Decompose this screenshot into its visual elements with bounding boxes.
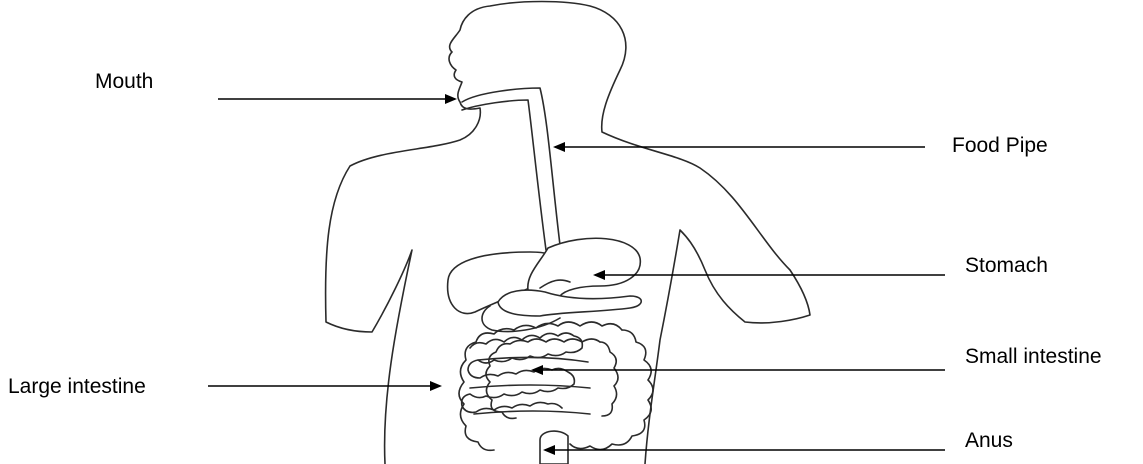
label-small-intestine: Small intestine bbox=[965, 346, 1102, 367]
label-large-intestine: Large intestine bbox=[8, 376, 146, 397]
anus-organ bbox=[540, 431, 568, 464]
food-pipe-organ bbox=[462, 88, 560, 250]
label-food-pipe: Food Pipe bbox=[952, 135, 1048, 156]
label-anus: Anus bbox=[965, 430, 1013, 451]
body-outline bbox=[326, 2, 810, 464]
label-mouth: Mouth bbox=[95, 71, 153, 92]
small-intestine-organ bbox=[462, 333, 590, 414]
label-stomach: Stomach bbox=[965, 255, 1048, 276]
stomach-organ bbox=[528, 238, 641, 298]
